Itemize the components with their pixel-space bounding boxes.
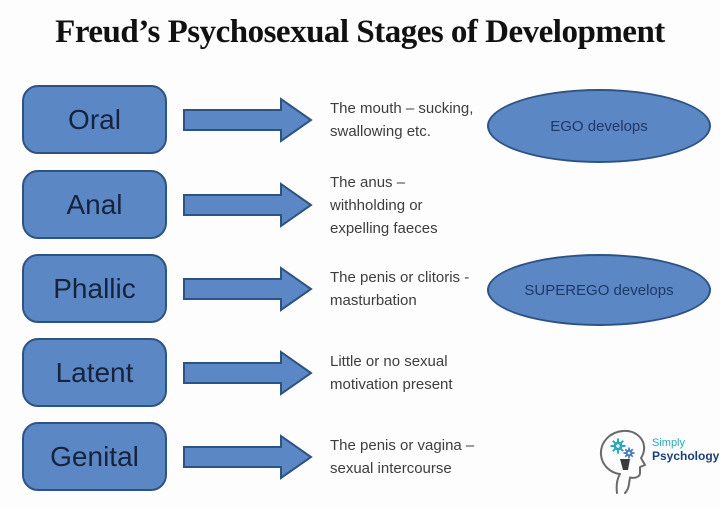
stage-box-oral: Oral [22,85,167,154]
stage-box-phallic: Phallic [22,254,167,323]
callout-ego-develops: EGO develops [487,89,711,163]
description-line: The mouth – sucking, [330,100,474,117]
stage-description: Little or no sexual motivation present [330,350,540,396]
logo-text-simply: Simply [652,437,686,449]
description-line: swallowing etc. [330,123,431,140]
stage-description: The penis or vagina – sexual intercourse [330,434,540,480]
description-line: The penis or vagina – [330,437,475,454]
description-line: withholding or [330,197,423,214]
right-arrow-icon [183,266,313,312]
gear-icon [610,438,626,454]
stage-description: The penis or clitoris - masturbation [330,266,540,312]
description-line: Little or no sexual [330,353,448,370]
stage-label: Genital [50,440,139,472]
stage-label: Anal [66,188,123,220]
right-arrow-icon [183,97,313,143]
right-arrow-icon [183,182,313,228]
simply-psychology-logo: Simply Psychology [596,426,719,496]
gear-icon [623,447,635,459]
stage-label: Phallic [53,272,136,304]
stage-description: The anus – withholding or expelling faec… [330,171,540,240]
callout-superego-develops: SUPEREGO develops [487,254,711,326]
stage-label: Oral [68,103,121,135]
right-arrow-icon [183,434,313,480]
head-profile-icon [599,429,646,494]
callout-label: EGO develops [550,117,648,135]
logo-text-psychology: Psychology [652,449,720,463]
description-line: The penis or clitoris - [330,269,470,286]
stage-box-latent: Latent [22,338,167,407]
description-line: sexual intercourse [330,460,452,477]
description-line: motivation present [330,376,453,393]
stage-box-anal: Anal [22,170,167,239]
description-line: expelling faeces [330,220,438,237]
stage-box-genital: Genital [22,422,167,491]
page-title: Freud’s Psychosexual Stages of Developme… [55,14,665,50]
description-line: masturbation [330,292,417,309]
logo-wordmark: Simply Psychology [652,437,719,462]
stage-description: The mouth – sucking, swallowing etc. [330,97,540,143]
stage-label: Latent [55,356,134,388]
callout-label: SUPEREGO develops [524,281,674,299]
neck-shape [620,459,630,470]
right-arrow-icon [183,350,313,396]
description-line: The anus – [330,174,406,191]
